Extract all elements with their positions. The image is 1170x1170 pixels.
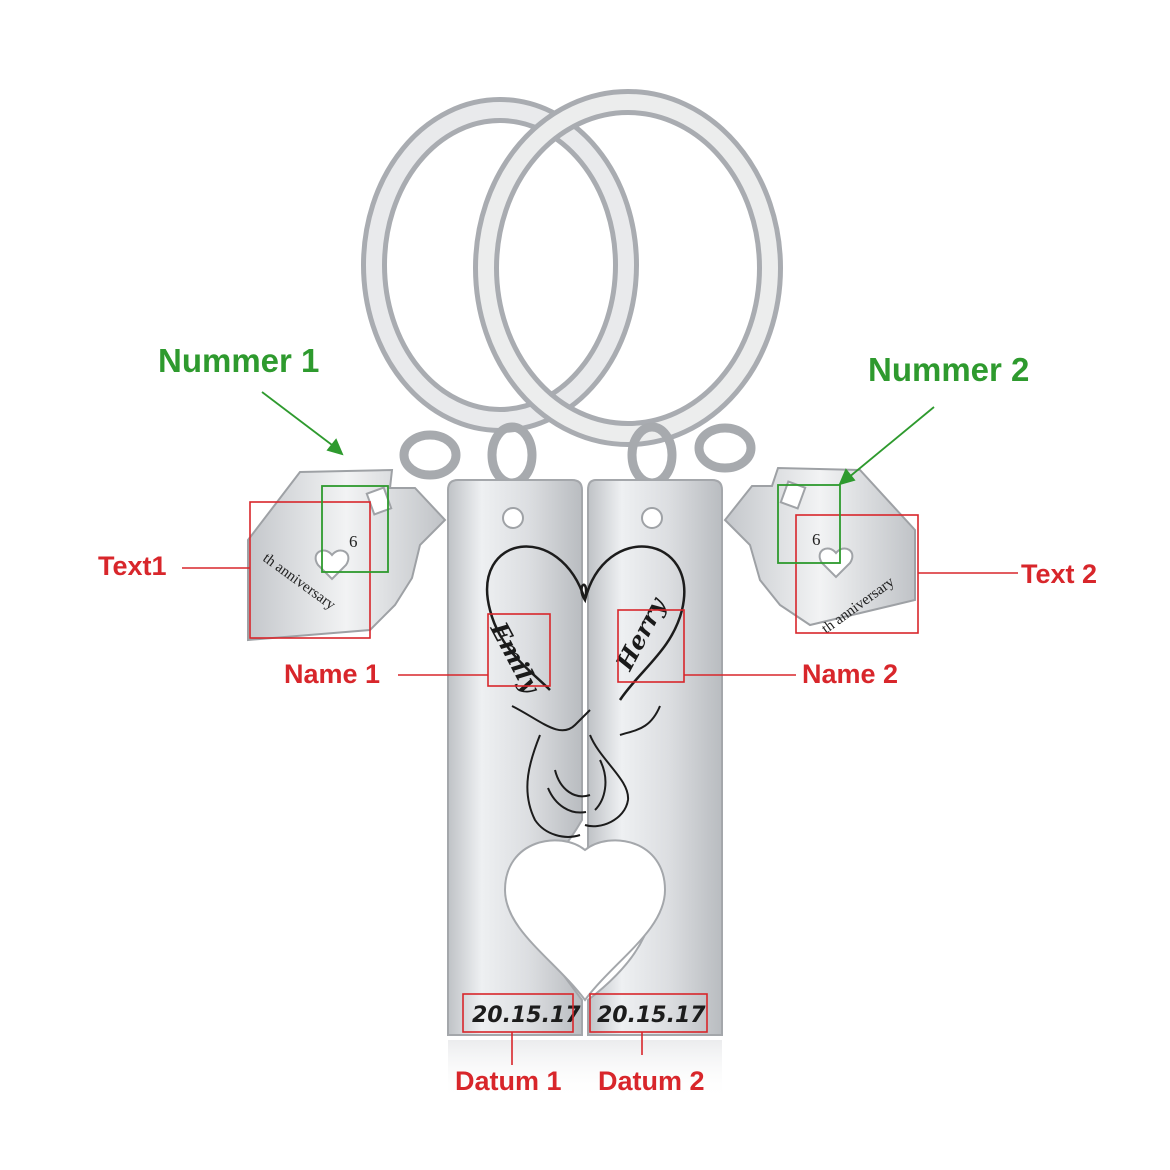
name2-label: Name 2 bbox=[802, 659, 898, 689]
text1-label: Text1 bbox=[98, 551, 167, 581]
name2-box bbox=[617, 609, 685, 683]
datum1-label: Datum 1 bbox=[455, 1066, 562, 1096]
callout-boxes bbox=[249, 501, 919, 1033]
nummer2-label: Nummer 2 bbox=[868, 351, 1029, 388]
holding-hands-engraving bbox=[511, 705, 661, 838]
date1-box bbox=[462, 993, 574, 1033]
text2-box bbox=[795, 514, 919, 634]
date2-box bbox=[589, 993, 708, 1033]
leader-lines bbox=[182, 567, 1018, 1065]
heart-line-engraving bbox=[486, 545, 686, 701]
nummer1-box bbox=[321, 485, 389, 573]
text1-box bbox=[249, 501, 371, 639]
text2-label: Text 2 bbox=[1021, 559, 1097, 589]
name1-label: Name 1 bbox=[284, 659, 380, 689]
left-number-engraving: 6 bbox=[349, 532, 358, 551]
left-house-charm: 6 th anniversary bbox=[247, 468, 447, 642]
left-heart-cutout bbox=[314, 549, 350, 581]
right-number-engraving: 6 bbox=[812, 530, 821, 549]
name1-box bbox=[487, 613, 551, 687]
date2-engraving: 20.15.17 bbox=[597, 1003, 706, 1028]
nummer1-label: Nummer 1 bbox=[158, 342, 319, 379]
right-house-charm: 6 th anniversary bbox=[723, 466, 916, 637]
date1-engraving: 20.15.17 bbox=[472, 1003, 581, 1028]
datum2-label: Datum 2 bbox=[598, 1066, 705, 1096]
center-heart-cutout bbox=[503, 839, 667, 1002]
nummer2-box bbox=[777, 484, 841, 564]
key-rings bbox=[361, 89, 783, 488]
